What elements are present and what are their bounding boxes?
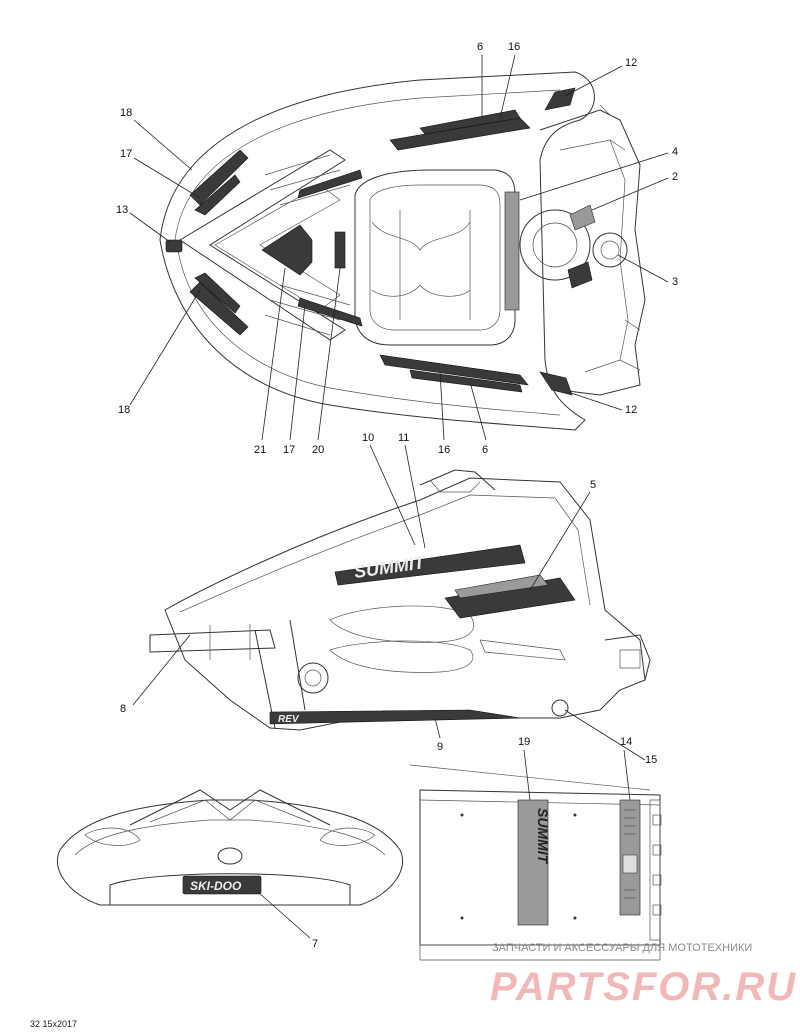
reference-code: 32 15x2017 xyxy=(30,1019,77,1029)
callout-18-top: 18 xyxy=(120,107,132,119)
top-hood-view xyxy=(159,71,646,431)
callout-5: 5 xyxy=(590,479,596,491)
rear-flap-view: SUMMIT xyxy=(409,764,662,961)
decal-summit-rear: SUMMIT xyxy=(535,808,551,865)
side-view: SUMMIT REV xyxy=(149,469,651,731)
callout-6-bottom: 6 xyxy=(482,444,488,456)
callout-8: 8 xyxy=(120,703,126,715)
callout-17-bottom: 17 xyxy=(283,444,295,456)
callout-12-bottom: 12 xyxy=(625,404,637,416)
callout-21: 21 xyxy=(254,444,266,456)
callout-15: 15 xyxy=(645,754,657,766)
decal-ski-doo-logo: SKI-DOO xyxy=(190,879,242,893)
callout-11: 11 xyxy=(398,432,409,444)
callout-16-bottom: 16 xyxy=(438,444,450,456)
front-view: SKI-DOO xyxy=(56,789,404,906)
callout-10: 10 xyxy=(362,432,374,444)
callout-17-top: 17 xyxy=(120,148,132,160)
callout-4: 4 xyxy=(672,146,678,158)
callout-6-top: 6 xyxy=(477,41,483,53)
callout-13: 13 xyxy=(116,204,128,216)
callout-14: 14 xyxy=(620,736,632,748)
callouts-top: 6 16 12 4 2 3 12 6 16 20 17 21 18 13 17 … xyxy=(116,41,678,456)
callout-16-top: 16 xyxy=(508,41,520,53)
callout-19: 19 xyxy=(518,736,530,748)
callout-7: 7 xyxy=(312,938,318,950)
decal-rev: REV xyxy=(278,714,300,725)
watermark-tagline: ЗАПЧАСТИ И АКСЕССУАРЫ ДЛЯ МОТОТЕХНИКИ xyxy=(492,942,752,954)
callouts-middle: 10 11 5 8 9 15 xyxy=(120,432,657,766)
callout-20: 20 xyxy=(312,444,324,456)
callout-2: 2 xyxy=(672,171,678,183)
watermark-brand: PARTSFOR.RU xyxy=(490,965,797,1009)
callout-3: 3 xyxy=(672,276,678,288)
callout-18-bottom: 18 xyxy=(118,404,130,416)
callout-12-top: 12 xyxy=(625,57,637,69)
callout-9: 9 xyxy=(437,741,443,753)
